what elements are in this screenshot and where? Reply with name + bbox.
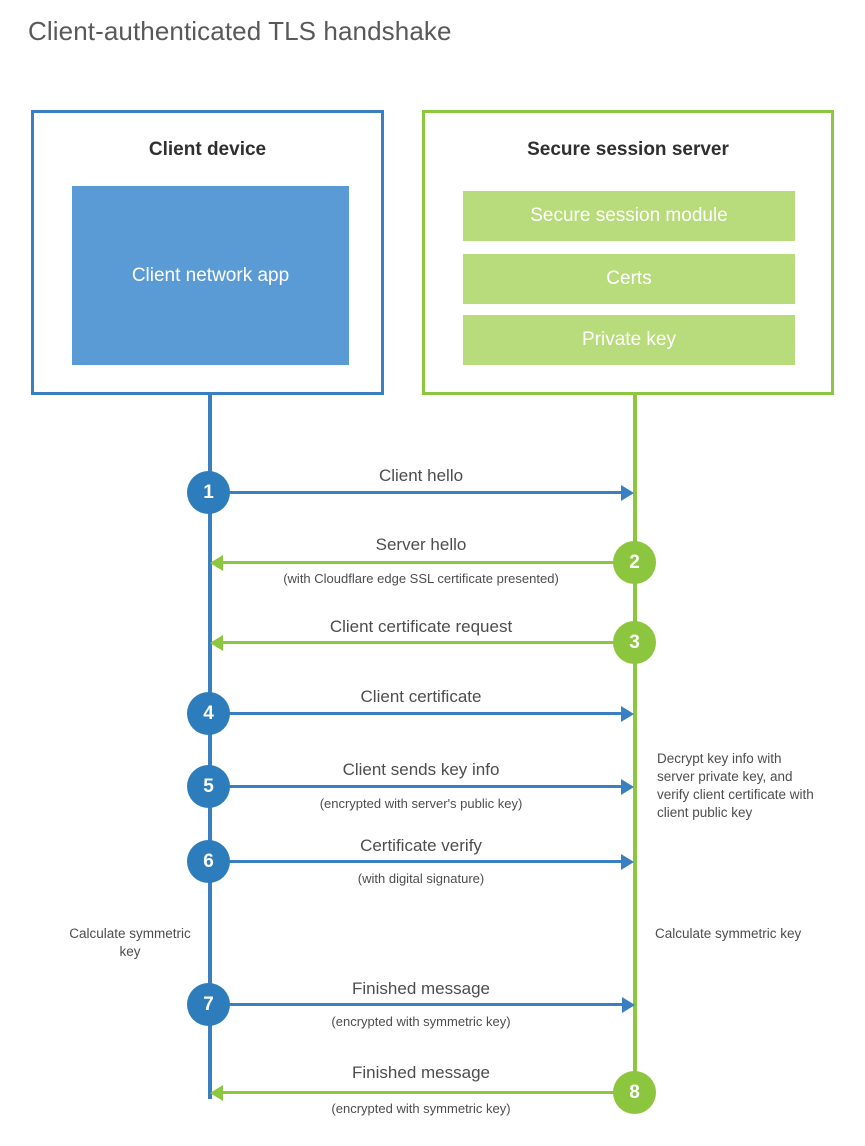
client-device-title: Client device: [148, 139, 267, 160]
step-4-label: Client certificate: [360, 687, 482, 706]
step-6-sublabel: (with digital signature): [357, 871, 485, 886]
client-device-box: Client device Client network app: [31, 110, 384, 395]
step-4-arrow-head-right-icon: [621, 706, 634, 722]
step-7-arrow-head-right-icon: [622, 997, 635, 1013]
step-1-label: Client hello: [378, 466, 464, 485]
step-5-circle[interactable]: 5: [187, 765, 230, 808]
step-4-circle[interactable]: 4: [187, 692, 230, 735]
step-6-label: Certificate verify: [360, 836, 482, 855]
step-8-arrow-line: [216, 1091, 636, 1094]
step-8-circle[interactable]: 8: [613, 1071, 656, 1114]
client-lifeline: [208, 394, 212, 1099]
step-2-circle[interactable]: 2: [613, 541, 656, 584]
server-block-secure-session-module: Secure session module: [463, 191, 795, 241]
step-5-label: Client sends key info: [342, 760, 500, 779]
step-7-sublabel: (encrypted with symmetric key): [331, 1014, 511, 1029]
step-5-arrow-head-right-icon: [621, 779, 634, 795]
client-network-app-block: Client network app: [72, 186, 349, 365]
step-2-arrow-head-left-icon: [210, 555, 223, 571]
step-8-label: Finished message: [352, 1063, 490, 1082]
step-6-circle[interactable]: 6: [187, 840, 230, 883]
step-4-arrow-line: [210, 712, 622, 715]
server-decrypt-note: Decrypt key info with server private key…: [657, 751, 814, 820]
step-6-arrow-head-right-icon: [621, 854, 634, 870]
client-calculate-symmetric-key-note: Calculate symmetric key: [69, 926, 191, 959]
step-3-label: Client certificate request: [329, 617, 513, 636]
step-5-arrow-line: [210, 785, 622, 788]
server-block-private-key: Private key: [463, 315, 795, 365]
page-title: Client-authenticated TLS handshake: [28, 16, 452, 46]
secure-session-server-box: Secure session server Secure session mod…: [422, 110, 834, 395]
step-1-arrow-line: [210, 491, 622, 494]
server-block-certs: Certs: [463, 254, 795, 304]
step-2-sublabel: (with Cloudflare edge SSL certificate pr…: [283, 571, 559, 586]
step-1-arrow-head-right-icon: [621, 485, 634, 501]
step-8-sublabel: (encrypted with symmetric key): [331, 1101, 511, 1116]
step-5-sublabel: (encrypted with server's public key): [319, 796, 523, 811]
step-2-arrow-line: [216, 561, 636, 564]
step-2-label: Server hello: [375, 535, 467, 554]
step-3-circle[interactable]: 3: [613, 621, 656, 664]
step-7-circle[interactable]: 7: [187, 983, 230, 1026]
step-3-arrow-line: [216, 641, 636, 644]
step-3-arrow-head-left-icon: [210, 635, 223, 651]
step-1-circle[interactable]: 1: [187, 471, 230, 514]
secure-session-server-title: Secure session server: [527, 139, 729, 160]
server-calculate-symmetric-key-note: Calculate symmetric key: [655, 926, 802, 941]
step-7-arrow-line: [210, 1003, 628, 1006]
step-8-arrow-head-left-icon: [210, 1085, 223, 1101]
step-7-label: Finished message: [352, 979, 490, 998]
server-lifeline: [633, 394, 637, 1094]
step-6-arrow-line: [210, 860, 622, 863]
